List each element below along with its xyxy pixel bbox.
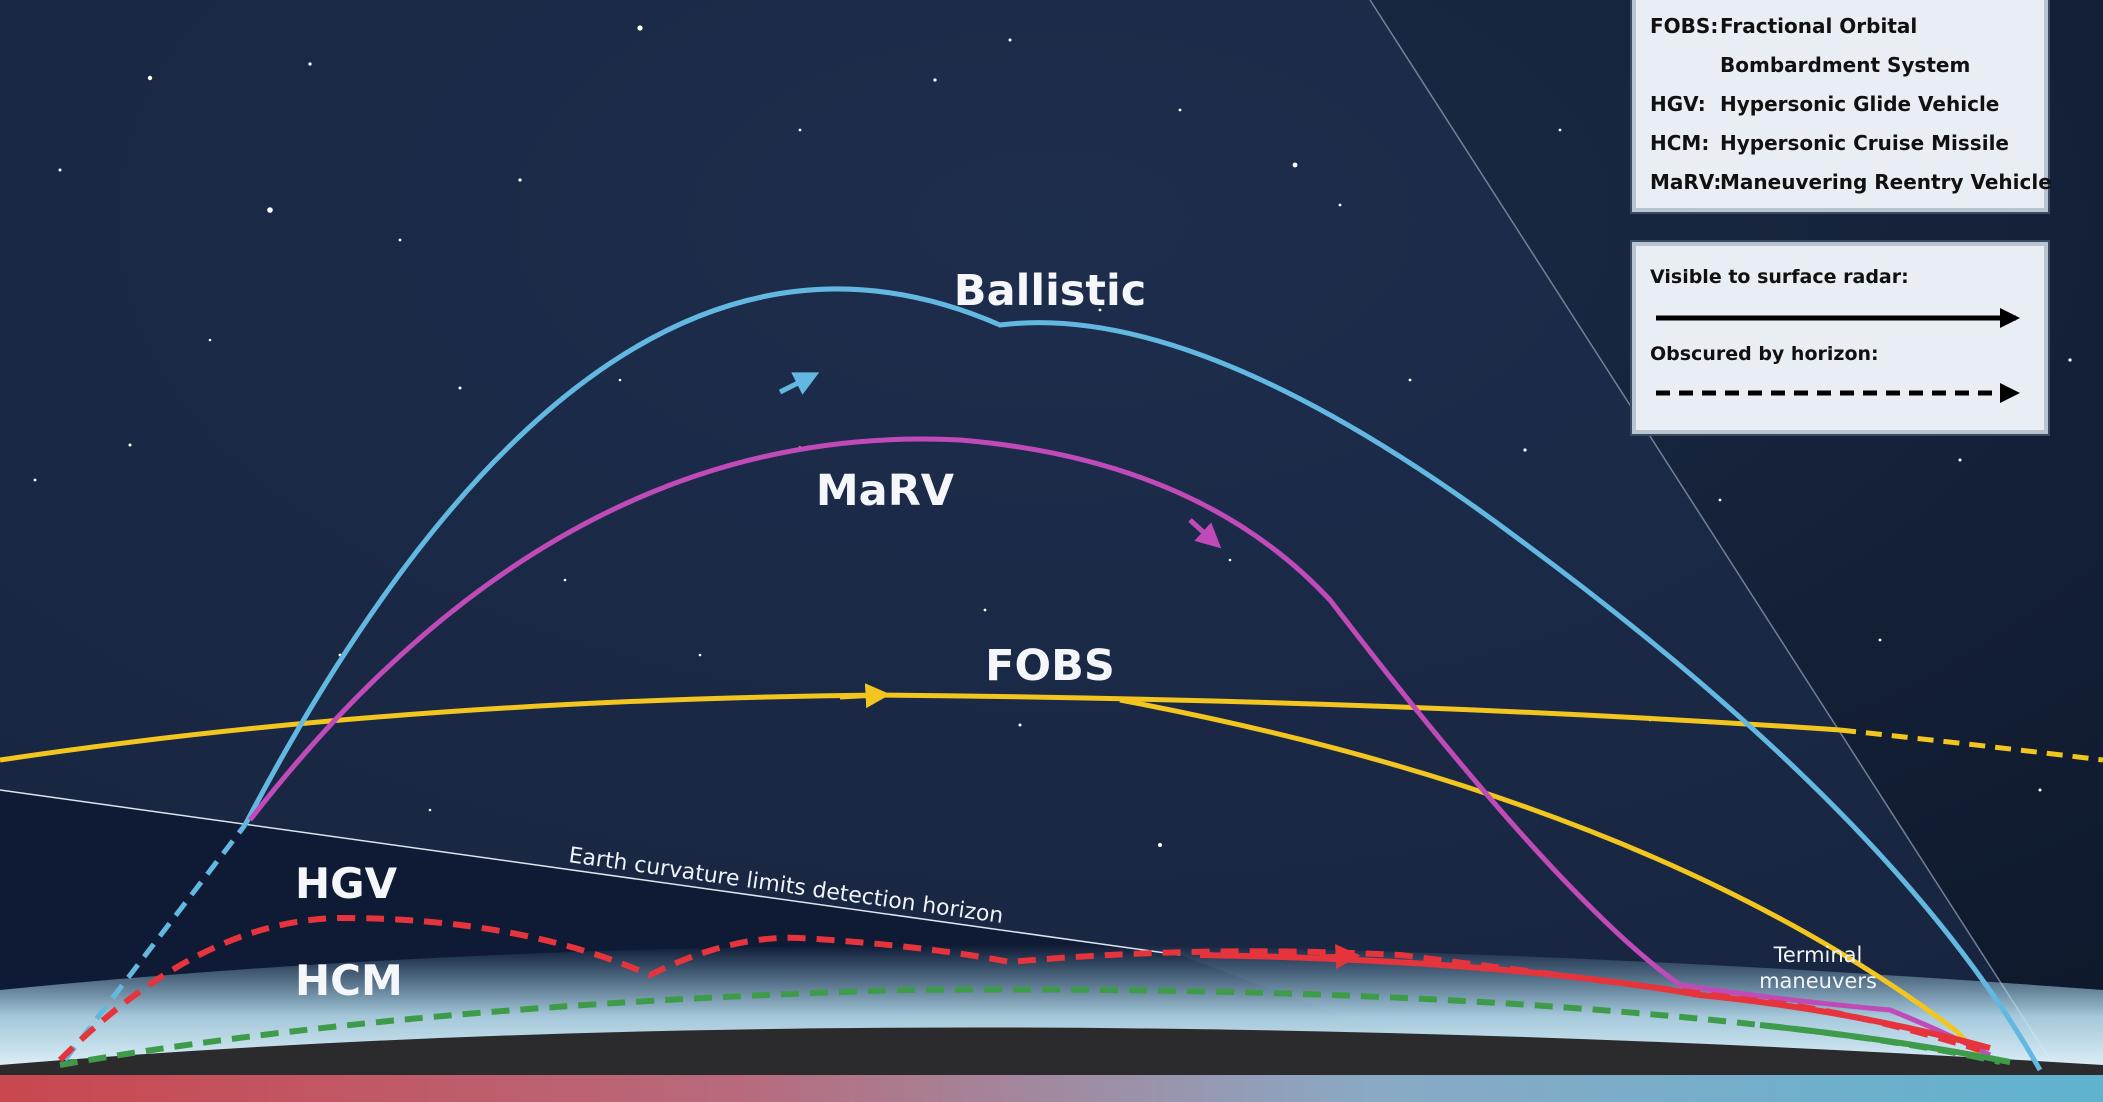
legend-key: HCM: bbox=[1650, 131, 1710, 155]
legend-row-hcm: HCM: Hypersonic Cruise Missile bbox=[1650, 131, 2009, 155]
radar-visibility-legend: Visible to surface radar: Obscured by ho… bbox=[1632, 242, 2048, 434]
marv-label: MaRV bbox=[816, 466, 955, 516]
ballistic-trajectory-visible bbox=[242, 286, 2043, 1072]
legend-value: Hypersonic Cruise Missile bbox=[1720, 131, 2009, 155]
fobs-label: FOBS bbox=[985, 641, 1115, 691]
radar-cone-edge bbox=[1369, 0, 2061, 1076]
fobs-reentry-branch bbox=[1119, 697, 1982, 1057]
legend-value: Maneuvering Reentry Vehicle bbox=[1720, 170, 2052, 194]
obscured-caption: Obscured by horizon: bbox=[1650, 343, 1879, 365]
hcm-label: HCM bbox=[295, 956, 403, 1005]
solid-line-sample bbox=[1656, 308, 2020, 328]
hgv-label: HGV bbox=[295, 859, 398, 908]
terminal-maneuvers-line2: maneuvers bbox=[1759, 969, 1877, 993]
ballistic-trajectory-obscured bbox=[63, 823, 247, 1062]
marv-trajectory bbox=[248, 436, 1992, 1058]
ballistic-label: Ballistic bbox=[954, 266, 1146, 316]
legend-row-hgv: HGV: Hypersonic Glide Vehicle bbox=[1650, 92, 1999, 116]
hgv-direction-arrow bbox=[1319, 943, 1361, 969]
detection-horizon-line bbox=[0, 789, 1181, 956]
legend-key: HGV: bbox=[1650, 92, 1706, 116]
fobs-trajectory-obscured bbox=[1839, 727, 2103, 763]
legend-row-marv: MaRV:Maneuvering Reentry Vehicle bbox=[1650, 170, 2052, 194]
earth-surface bbox=[0, 1027, 2103, 1075]
bottom-gradient-bar bbox=[0, 1075, 2103, 1102]
abbreviation-legend: FOBS:Fractional Orbital Bombardment Syst… bbox=[1632, 0, 2052, 212]
ballistic-direction-arrow bbox=[778, 372, 820, 395]
legend-value: Fractional Orbital bbox=[1720, 14, 1918, 38]
legend-row-fobs: FOBS:Fractional Orbital bbox=[1650, 14, 1917, 38]
legend-key: MaRV: bbox=[1650, 170, 1722, 194]
hgv-trajectory-visible bbox=[1199, 952, 1991, 1051]
marv-direction-arrow bbox=[1188, 518, 1222, 549]
hcm-trajectory-visible bbox=[1759, 1022, 2011, 1065]
legend-row-fobs-cont: Bombardment System bbox=[1650, 53, 1970, 77]
stars bbox=[33, 25, 2072, 847]
terminal-maneuvers-line1: Terminal bbox=[1773, 943, 1863, 967]
legend-value: Hypersonic Glide Vehicle bbox=[1720, 92, 2000, 116]
dashed-line-sample bbox=[1656, 383, 2020, 403]
fobs-direction-arrow bbox=[839, 683, 891, 709]
radar-coverage-cone bbox=[0, 0, 2060, 1075]
visible-caption: Visible to surface radar: bbox=[1650, 266, 1909, 288]
legend-value: Bombardment System bbox=[1720, 53, 1971, 77]
legend-key: FOBS: bbox=[1650, 14, 1719, 38]
